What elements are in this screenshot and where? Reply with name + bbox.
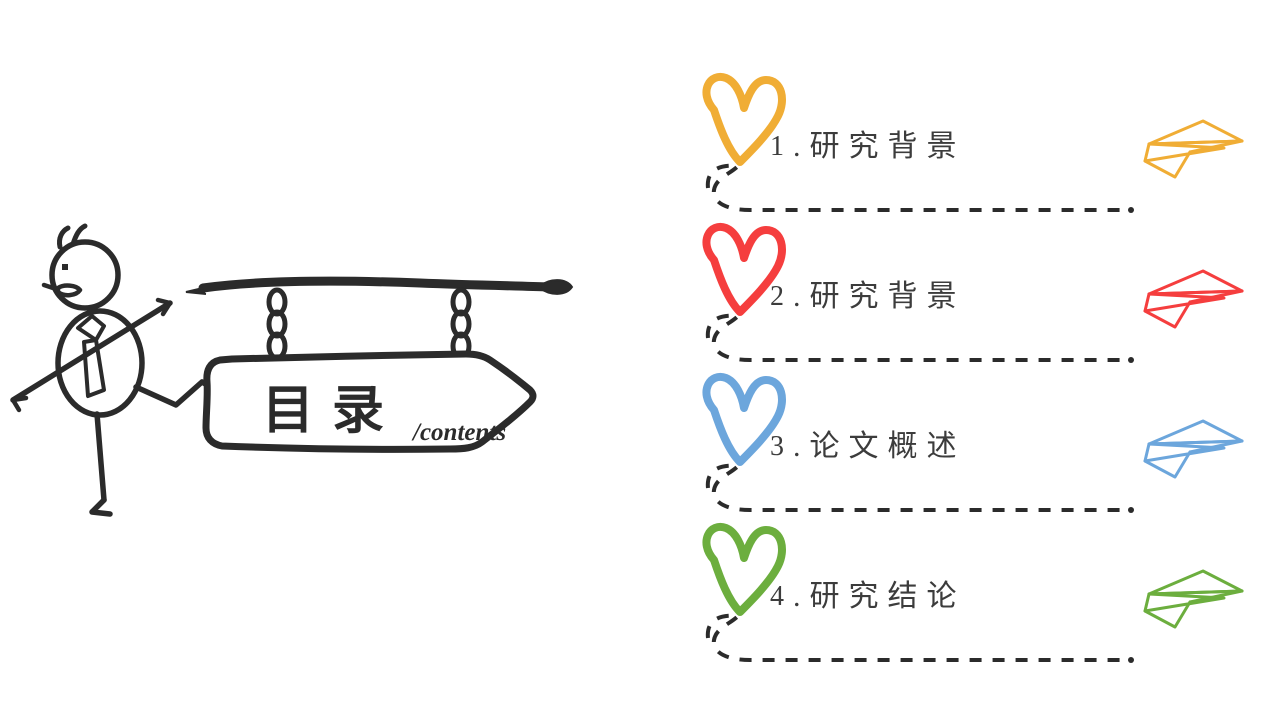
toc-row-graphics-4 <box>702 522 1244 663</box>
toc-row-graphics-2 <box>702 222 1244 363</box>
mouth-line <box>41 282 59 292</box>
stick-figure <box>10 223 217 517</box>
toc-dashed-line <box>705 313 1122 362</box>
toc-item-1[interactable]: 1 . 研究背景 <box>690 70 1260 220</box>
pole-left-tip <box>185 287 207 295</box>
chain-right <box>450 287 472 361</box>
head <box>49 239 121 311</box>
leg-standing <box>94 411 107 503</box>
sign-title-en: /contents <box>411 419 506 446</box>
paper-plane-icon <box>1143 419 1244 479</box>
paper-plane-icon <box>1143 119 1244 179</box>
toc-label-4: 4 . 研究结论 <box>770 572 1170 622</box>
sign-title-cn: 目录 <box>262 383 402 440</box>
toc-title-3: 论文概述 <box>809 430 966 463</box>
tie-body <box>82 338 106 398</box>
toc-label-3: 3 . 论文概述 <box>770 422 1170 472</box>
toc-title-1: 研究背景 <box>809 130 966 163</box>
dash-end-dot <box>1128 207 1134 213</box>
toc-number-1: 1 <box>770 131 793 162</box>
toc-dashed-line <box>705 463 1122 512</box>
toc-number-2: 2 <box>770 281 793 312</box>
heart-icon <box>702 72 786 166</box>
toc-item-4[interactable]: 4 . 研究结论 <box>690 520 1260 670</box>
pole-bar <box>198 276 557 293</box>
hand-left <box>10 395 29 413</box>
toc-label-1: 1 . 研究背景 <box>770 122 1170 172</box>
tie-knot <box>76 314 106 342</box>
toc-dashed-line <box>705 163 1122 212</box>
heart-icon <box>702 222 786 316</box>
eye <box>62 264 68 270</box>
foot-standing <box>89 497 113 517</box>
heart-icon <box>702 522 786 616</box>
dash-end-dot <box>1128 657 1134 663</box>
hand-right <box>155 297 173 317</box>
toc-item-2[interactable]: 2 . 研究背景 <box>690 220 1260 370</box>
dash-end-dot <box>1128 507 1134 513</box>
torso <box>55 308 145 418</box>
signboard-top-edge <box>223 353 469 362</box>
toc-dashed-line <box>705 613 1122 662</box>
contents-illustration: 目录 /contents <box>0 200 620 520</box>
illustration-svg: 目录 /contents <box>10 223 574 517</box>
mouth <box>55 283 83 298</box>
arms <box>10 300 173 403</box>
pole-right-tip <box>539 279 574 295</box>
toc-separator-1: . <box>793 130 810 163</box>
hair-strand-left <box>57 225 71 250</box>
dash-end-dot <box>1128 357 1134 363</box>
toc-label-2: 2 . 研究背景 <box>770 272 1170 322</box>
toc-separator-4: . <box>793 580 810 613</box>
paper-plane-icon <box>1143 269 1244 329</box>
paper-plane-icon <box>1143 569 1244 629</box>
toc-number-3: 3 <box>770 431 793 462</box>
sign-pole <box>185 276 574 295</box>
leg-raised <box>133 379 205 408</box>
toc-number-4: 4 <box>770 581 793 612</box>
toc-title-4: 研究结论 <box>809 580 966 613</box>
heart-icon <box>702 372 786 466</box>
table-of-contents: 1 . 研究背景 2 . 研究背 <box>690 70 1260 670</box>
toc-row-graphics-3 <box>702 372 1244 513</box>
toc-title-2: 研究背景 <box>809 280 966 313</box>
toc-row-graphics-1 <box>702 72 1244 213</box>
toc-separator-3: . <box>793 430 810 463</box>
toc-separator-2: . <box>793 280 810 313</box>
toc-item-3[interactable]: 3 . 论文概述 <box>690 370 1260 520</box>
